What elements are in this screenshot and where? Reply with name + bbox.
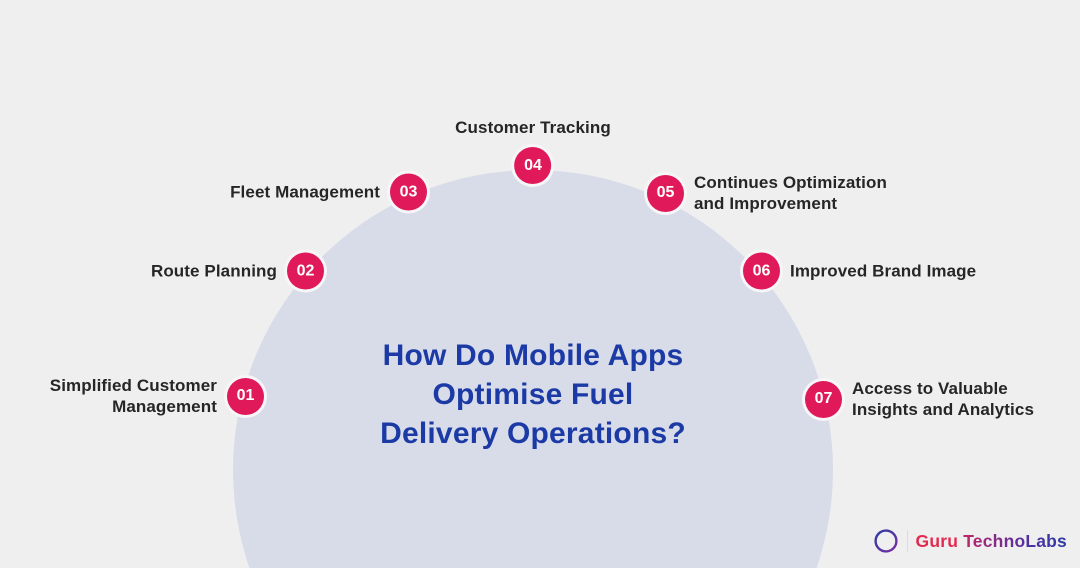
step-label: Route Planning bbox=[150, 261, 277, 281]
guru-technolabs-logo: Guru TechnoLabs bbox=[873, 528, 1067, 554]
step-label: Access to Valuable Insights and Analytic… bbox=[852, 379, 1034, 419]
step-03-badge: 03 bbox=[390, 173, 427, 211]
step-label: Fleet Management bbox=[230, 182, 380, 202]
step-label: Continues Optimization and Improvement bbox=[694, 173, 887, 213]
brand-name: Guru TechnoLabs bbox=[916, 531, 1067, 552]
item-route-planning: Route Planning 02 bbox=[150, 252, 324, 290]
step-05-badge: 05 bbox=[647, 174, 684, 212]
step-label: Simplified Customer Management bbox=[49, 376, 217, 416]
brand-name-technolabs: TechnoLabs bbox=[963, 530, 1067, 551]
step-07-badge: 07 bbox=[805, 380, 842, 418]
infographic-title: How Do Mobile Apps Optimise Fuel Deliver… bbox=[380, 339, 686, 450]
item-improved-brand-image: 06 Improved Brand Image bbox=[743, 252, 977, 290]
step-label: Improved Brand Image bbox=[790, 261, 977, 281]
item-customer-tracking: Customer Tracking 04 bbox=[455, 117, 611, 184]
item-continues-optimization-and-improvement: 05 Continues Optimization and Improvemen… bbox=[647, 172, 887, 214]
step-02-badge: 02 bbox=[287, 252, 324, 290]
item-fleet-management: Fleet Management 03 bbox=[230, 173, 427, 211]
brand-name-guru: Guru bbox=[915, 530, 959, 551]
step-label: Customer Tracking bbox=[455, 118, 611, 137]
step-01-badge: 01 bbox=[227, 377, 264, 415]
item-simplified-customer-management: Simplified Customer Management 01 bbox=[50, 375, 264, 417]
guru-technolabs-monogram-icon bbox=[873, 528, 899, 554]
step-04-badge: 04 bbox=[514, 147, 552, 184]
step-06-badge: 06 bbox=[743, 252, 780, 290]
logo-divider bbox=[906, 530, 908, 552]
item-access-to-valuable-insights-and-analytics: 07 Access to Valuable Insights and Analy… bbox=[805, 378, 1034, 420]
